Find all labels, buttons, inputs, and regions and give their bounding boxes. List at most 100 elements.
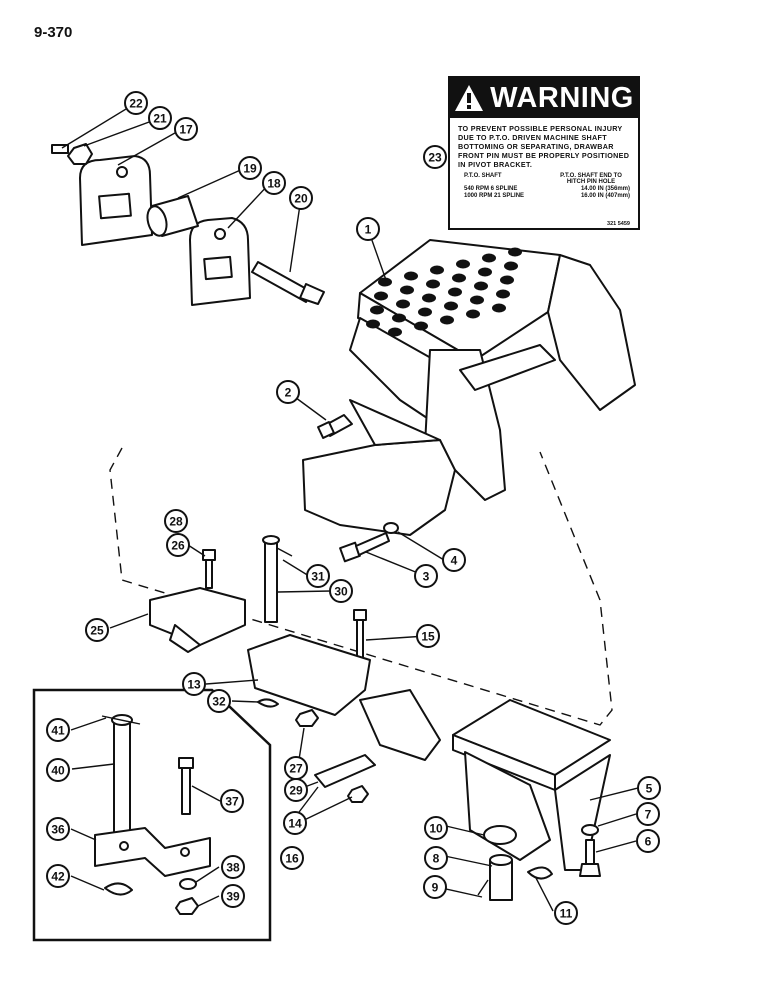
callout-label: 4 <box>451 554 458 568</box>
step-hole <box>444 301 458 311</box>
callout-label: 20 <box>294 192 308 206</box>
callout-label: 9 <box>432 881 439 895</box>
warning-title: WARNING <box>490 81 634 114</box>
callout-16: 16 <box>280 846 304 870</box>
step-hole <box>388 327 402 337</box>
block-part <box>149 587 246 653</box>
callout-label: 14 <box>288 817 302 831</box>
callout-29: 29 <box>284 778 308 802</box>
step-hole <box>378 277 392 287</box>
callout-label: 15 <box>421 630 435 644</box>
bolt-part <box>339 532 390 563</box>
step-hole <box>418 307 432 317</box>
nut-part <box>175 897 199 915</box>
warning-triangle-icon <box>455 85 484 111</box>
callout-37: 37 <box>220 789 244 813</box>
step-hole <box>496 289 510 299</box>
callout-label: 19 <box>243 162 257 176</box>
callout-label: 8 <box>433 852 440 866</box>
washer-part <box>581 824 599 836</box>
callout-label: 23 <box>428 151 442 165</box>
callout-label: 37 <box>225 795 239 809</box>
callout-label: 3 <box>423 570 430 584</box>
callout-10: 10 <box>424 816 448 840</box>
callout-label: 2 <box>285 386 292 400</box>
callout-13: 13 <box>182 672 206 696</box>
step-hole <box>370 305 384 315</box>
step-hole <box>482 253 496 263</box>
callout-label: 5 <box>646 782 653 796</box>
plate-part <box>79 155 153 246</box>
callout-label: 29 <box>289 784 303 798</box>
callout-20: 20 <box>289 186 313 210</box>
warning-decal: WARNING TO PREVENT POSSIBLE PERSONAL INJ… <box>448 76 640 230</box>
decal-code: 321 5459 <box>607 221 630 227</box>
drawbar-part <box>247 634 441 761</box>
callout-15: 15 <box>416 624 440 648</box>
callout-label: 26 <box>171 539 185 553</box>
callout-label: 1 <box>365 223 372 237</box>
step-hole <box>440 315 454 325</box>
step-hole <box>456 259 470 269</box>
callout-17: 17 <box>174 117 198 141</box>
callout-27: 27 <box>284 756 308 780</box>
step-hole <box>430 265 444 275</box>
callout-label: 38 <box>226 861 240 875</box>
step-hole <box>452 273 466 283</box>
step-hole <box>400 285 414 295</box>
callout-label: 21 <box>153 112 167 126</box>
callout-1: 1 <box>356 217 380 241</box>
callout-9: 9 <box>423 875 447 899</box>
warning-banner: WARNING <box>450 78 638 118</box>
pto-row: 1000 RPM 21 SPLINE 16.00 IN (407mm) <box>450 192 638 199</box>
pin-part <box>477 854 513 901</box>
warning-text: TO PREVENT POSSIBLE PERSONAL INJURY DUE … <box>458 124 630 169</box>
step-hole <box>392 313 406 323</box>
bolt-part <box>178 757 194 815</box>
step-hole <box>374 291 388 301</box>
inset-box <box>32 688 272 942</box>
callout-label: 13 <box>187 678 201 692</box>
step-hole <box>492 303 506 313</box>
callout-label: 30 <box>334 585 348 599</box>
page-number: 9-370 <box>34 24 73 41</box>
callout-36: 36 <box>46 817 70 841</box>
step-plate-holes <box>366 247 522 337</box>
callout-21: 21 <box>148 106 172 130</box>
step-hole <box>500 275 514 285</box>
callout-label: 16 <box>285 852 299 866</box>
hitch-bracket-part <box>302 239 636 536</box>
callout-4: 4 <box>442 548 466 572</box>
washer-part <box>383 522 399 534</box>
pto-shaft: 540 RPM 6 SPLINE <box>464 186 518 192</box>
callout-3: 3 <box>414 564 438 588</box>
callout-label: 10 <box>429 822 443 836</box>
pin-part <box>262 535 293 623</box>
callout-42: 42 <box>46 864 70 888</box>
callout-25: 25 <box>85 618 109 642</box>
callout-40: 40 <box>46 758 70 782</box>
callout-22: 22 <box>124 91 148 115</box>
step-hole <box>404 271 418 281</box>
callout-11: 11 <box>554 901 578 925</box>
grease-fitting-part <box>51 144 69 154</box>
callout-label: 39 <box>226 890 240 904</box>
pto-dimension: 14.00 IN (356mm) <box>580 186 630 192</box>
step-hole <box>504 261 518 271</box>
callout-label: 42 <box>51 870 65 884</box>
callout-label: 22 <box>129 97 143 111</box>
offset-block-part <box>94 827 211 877</box>
nut-part <box>347 785 369 803</box>
callout-38: 38 <box>221 855 245 879</box>
callout-group: 1234567891011131415161718192021222325262… <box>46 91 661 925</box>
spacer-part <box>146 195 199 237</box>
clip-part <box>257 698 279 708</box>
callout-label: 28 <box>169 515 183 529</box>
pto-row: 540 RPM 6 SPLINE 14.00 IN (356mm) <box>450 185 638 192</box>
callout-label: 31 <box>311 570 325 584</box>
callout-19: 19 <box>238 156 262 180</box>
callout-7: 7 <box>636 802 660 826</box>
callout-8: 8 <box>424 846 448 870</box>
callout-28: 28 <box>164 509 188 533</box>
step-hole <box>366 319 380 329</box>
